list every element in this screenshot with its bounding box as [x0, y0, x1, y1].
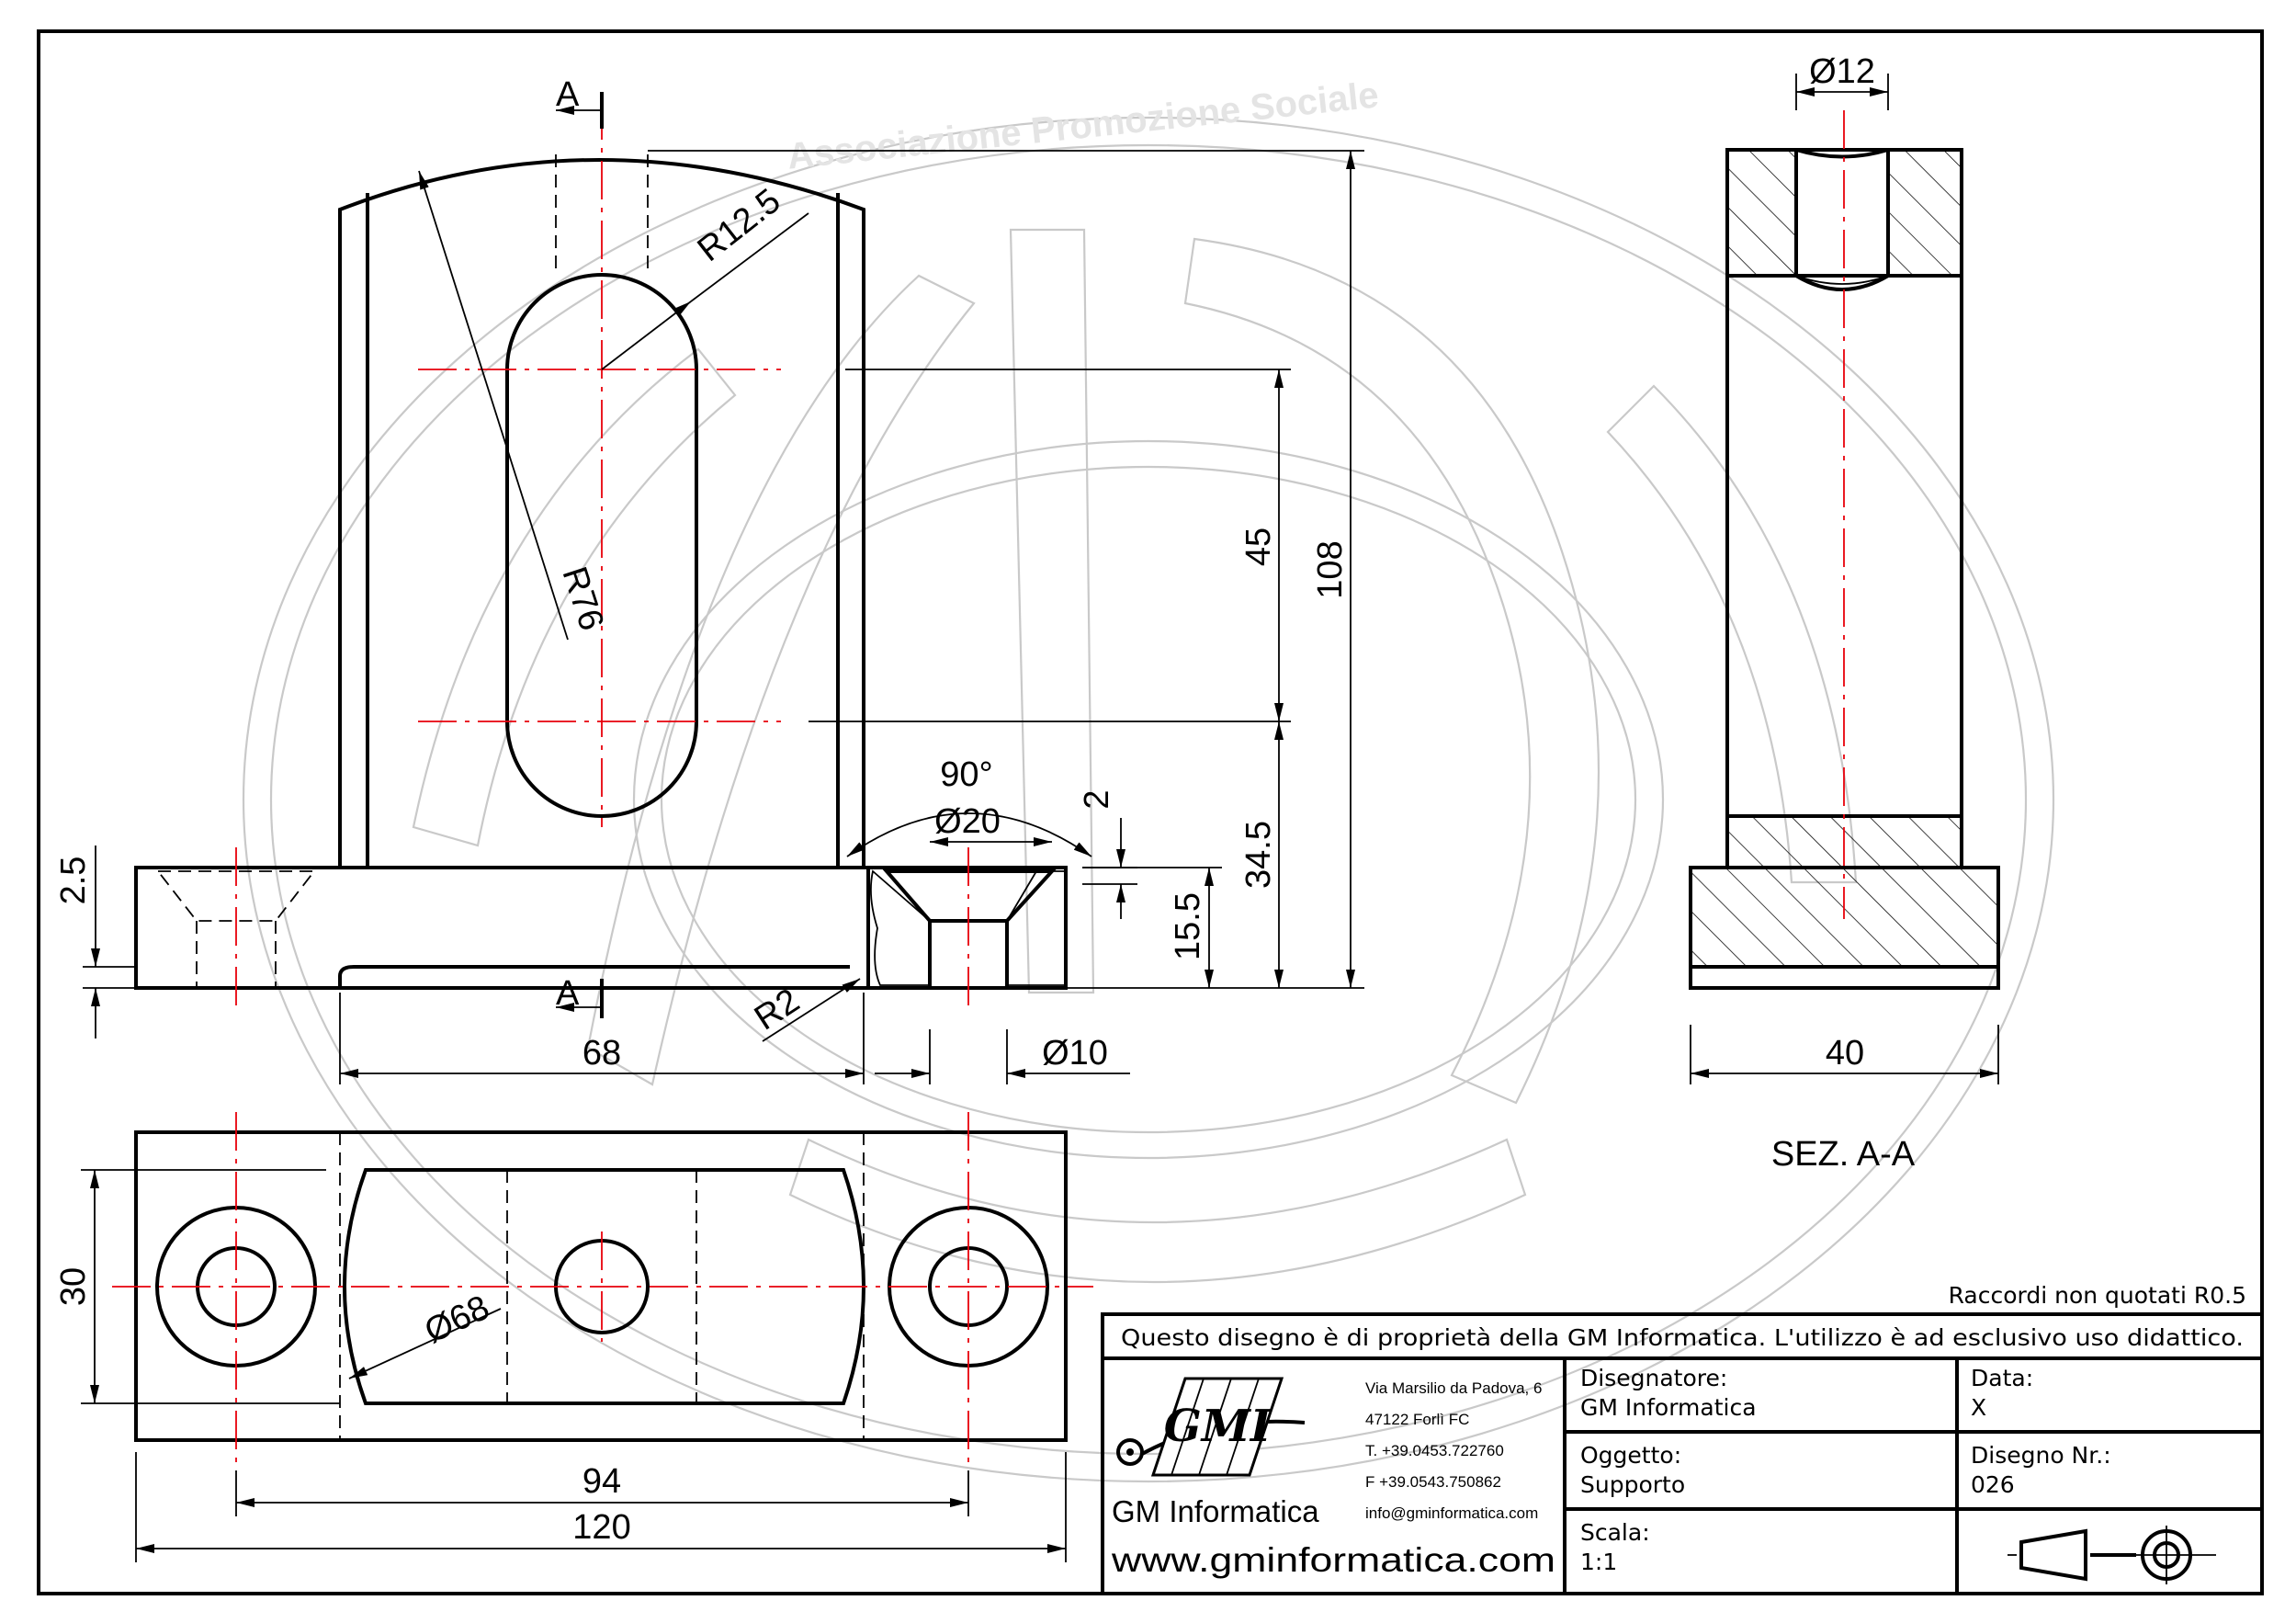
dim-arc-90: [846, 812, 1092, 857]
dim-leader-r76: [418, 170, 569, 641]
dim-25: 2.5: [54, 857, 93, 905]
object-value: Supporto: [1580, 1471, 1685, 1498]
watermark-stroke-d: [412, 347, 737, 847]
dim-345: 34.5: [1239, 821, 1278, 889]
section-view: Ø12 40 SEZ. A-A: [1689, 52, 2000, 1174]
address-email: info@gminformatica.com: [1365, 1504, 1538, 1522]
section-hatch-top-right: [1888, 150, 1962, 276]
projection-symbol-icon: [2008, 1526, 2216, 1584]
logo-stripe-3: [1226, 1378, 1260, 1476]
date-label: Data:: [1971, 1365, 2033, 1391]
dim-r125: R12.5: [691, 182, 788, 270]
partial-section-outline: [868, 866, 1068, 990]
hatch-right-pocket: [1006, 870, 1067, 986]
front-view: A A R12.5 R76 45 34.5 108 90° Ø20 2 15.5: [54, 75, 1364, 1084]
top-upright-outline: [343, 1168, 865, 1405]
dim-d68: Ø68: [419, 1288, 495, 1351]
company-website: www.gminformatica.com: [1111, 1541, 1555, 1579]
watermark-stroke-a: [586, 274, 976, 1086]
section-bore-bottom-curve: [1794, 274, 1890, 291]
section-title: SEZ. A-A: [1771, 1135, 1916, 1174]
watermark-inner-ring-2: [660, 465, 1637, 1134]
drawing-no-value: 026: [1971, 1471, 2015, 1498]
drawing-no-label: Disegno Nr.:: [1971, 1442, 2111, 1469]
watermark: Associazione Promozione Sociale: [242, 74, 2055, 1483]
dim-leader-d68: [348, 1308, 502, 1379]
address-line-2: 47122 Forlì FC: [1365, 1411, 1469, 1428]
hatch-left-pocket: [869, 869, 931, 986]
gmi-logo: GMI: [1116, 1377, 1306, 1477]
date-value: X: [1971, 1394, 1986, 1421]
watermark-stroke-e: [1606, 384, 1858, 884]
watermark-outer-ring: [242, 116, 2055, 1483]
dim-leader-r125: [601, 301, 692, 370]
front-base-outline: [134, 866, 870, 990]
top-view: 30 Ø68 94 120: [54, 1112, 1093, 1562]
dim-leader-r2: [762, 978, 861, 1042]
dim-155: 15.5: [1169, 892, 1207, 960]
dim-108: 108: [1311, 540, 1350, 598]
company-name: GM Informatica: [1112, 1494, 1319, 1528]
logo-letters: GMI: [1164, 1401, 1272, 1452]
address-fax: F +39.0543.750862: [1365, 1473, 1501, 1491]
section-upright-outline: [1725, 148, 1963, 868]
front-upright-outline: [338, 158, 865, 868]
logo-parallelogram-icon: [1150, 1377, 1284, 1477]
section-letter-bottom: A: [556, 974, 580, 1013]
watermark-stroke-c: [1183, 237, 1600, 1105]
section-hatch-top-left: [1727, 150, 1796, 276]
front-slot: [505, 273, 698, 818]
address-phone: T. +39.0453.722760: [1365, 1442, 1504, 1459]
logo-stripe-2: [1198, 1378, 1232, 1476]
dim-d10: Ø10: [1042, 1034, 1108, 1073]
section-letter-top: A: [556, 75, 580, 114]
section-bore-top-curve: [1795, 148, 1889, 159]
dim-40: 40: [1826, 1034, 1864, 1073]
dim-leader-r125-ext: [690, 212, 809, 302]
title-block: Raccordi non quotati R0.5 Questo disegno…: [1101, 1282, 2264, 1595]
logo-dot-icon: [1126, 1448, 1134, 1456]
front-partial-section: [868, 866, 1068, 990]
section-base-outline: [1689, 866, 2000, 990]
scale-label: Scala:: [1580, 1519, 1650, 1546]
logo-stripe-1: [1171, 1378, 1205, 1476]
watermark-stroke-b: [1009, 228, 1095, 994]
dim-2: 2: [1078, 789, 1116, 809]
dim-45: 45: [1239, 528, 1278, 566]
dim-68: 68: [582, 1034, 621, 1073]
front-base-recess: [338, 965, 850, 988]
dim-120: 120: [572, 1508, 630, 1547]
watermark-inner-ring: [632, 439, 1665, 1160]
watermark-stroke-f: [788, 1138, 1527, 1284]
property-statement: Questo disegno è di proprietà della GM I…: [1121, 1324, 2244, 1351]
title-block-frame: [1101, 1312, 2264, 1595]
projection-cone-icon: [2019, 1528, 2087, 1582]
watermark-outer-ring-inner: [269, 143, 2028, 1456]
object-label: Oggetto:: [1580, 1442, 1681, 1469]
designer-value: GM Informatica: [1580, 1394, 1757, 1421]
address-line-1: Via Marsilio da Padova, 6: [1365, 1379, 1542, 1397]
front-hidden-countersink: [156, 870, 316, 922]
dim-30: 30: [54, 1267, 93, 1306]
designer-label: Disegnatore:: [1580, 1365, 1727, 1391]
scale-value: 1:1: [1580, 1549, 1617, 1575]
dim-94: 94: [582, 1462, 621, 1501]
note-fillets: Raccordi non quotati R0.5: [1949, 1282, 2246, 1309]
dim-d12: Ø12: [1809, 52, 1875, 91]
dim-90: 90°: [940, 755, 992, 794]
dim-d20: Ø20: [934, 802, 1001, 841]
